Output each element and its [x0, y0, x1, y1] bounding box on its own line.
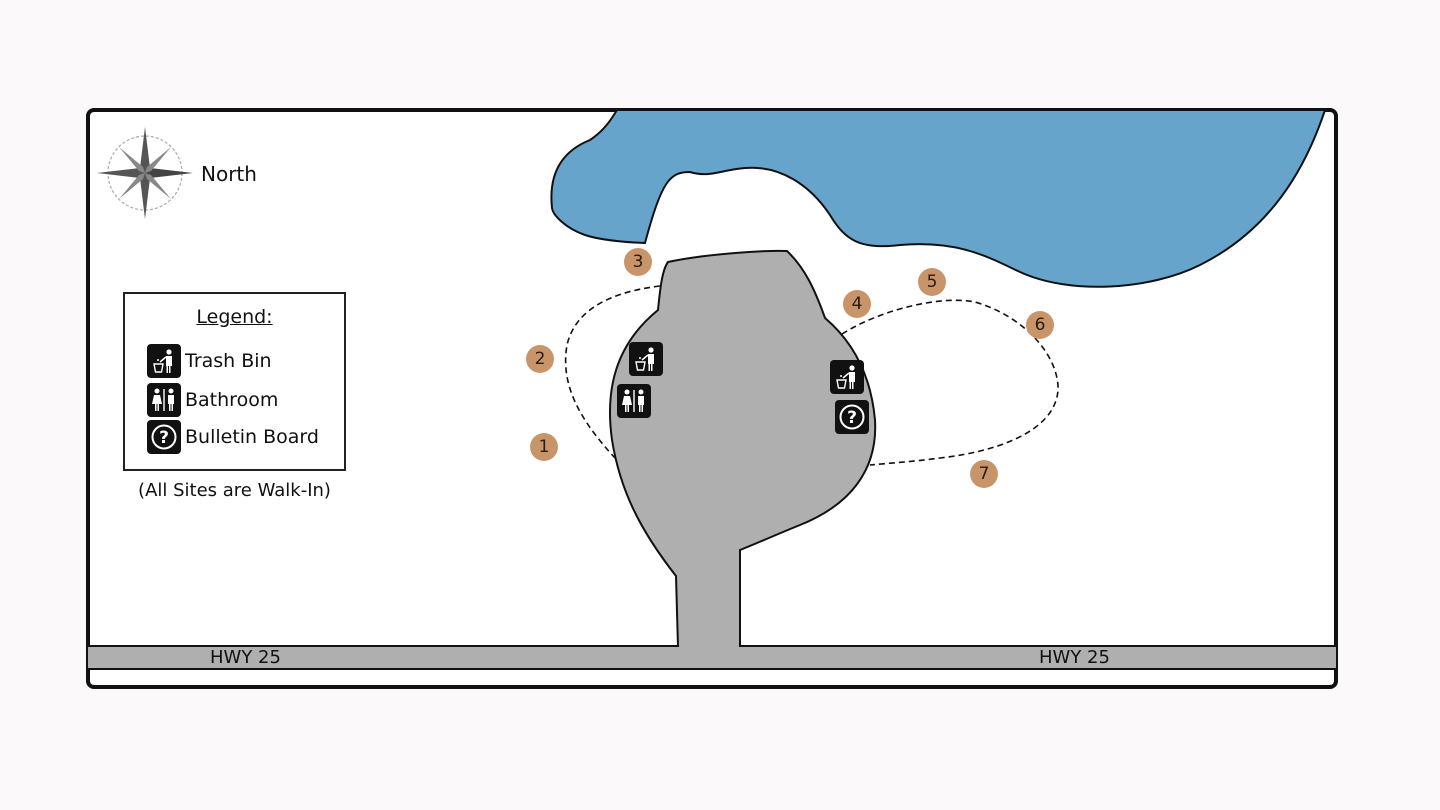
svg-text:?: ? [847, 408, 857, 428]
campsite-marker-5[interactable]: 5 [918, 268, 946, 296]
legend-title: Legend: [196, 306, 273, 328]
bulletin-board-icon: ? [839, 404, 865, 430]
campsite-marker-7[interactable]: 7 [970, 460, 998, 488]
bathroom-icon [622, 389, 644, 412]
legend-label: Trash Bin [185, 350, 272, 372]
legend-item-trash-bin: Trash Bin [147, 344, 272, 378]
legend-label: Bulletin Board [185, 426, 319, 448]
campsite-marker-2[interactable]: 2 [526, 345, 554, 373]
highway-label-east: HWY 25 [1039, 647, 1110, 668]
trash-bin-icon [147, 344, 181, 378]
trail-east [841, 299, 1059, 466]
campsite-marker-1[interactable]: 1 [530, 433, 558, 461]
campsite-marker-6[interactable]: 6 [1026, 311, 1054, 339]
map-trash-bin-east[interactable] [830, 360, 864, 394]
bathroom-icon [147, 383, 181, 417]
trash-bin-icon [635, 347, 654, 371]
bulletin-board-icon: ? [147, 420, 181, 454]
highway-label-west: HWY 25 [210, 647, 281, 668]
legend-item-bulletin-board: ? Bulletin Board [147, 420, 319, 454]
map-bulletin-board[interactable]: ? [835, 400, 869, 434]
legend-item-bathroom: Bathroom [147, 383, 278, 417]
campsite-marker-3[interactable]: 3 [624, 248, 652, 276]
lake [550, 110, 1327, 288]
campsite-marker-4[interactable]: 4 [843, 290, 871, 318]
campground-area [609, 249, 877, 648]
walk-in-note: (All Sites are Walk-In) [138, 480, 331, 501]
legend-label: Bathroom [185, 389, 279, 411]
compass-rose-icon [97, 127, 193, 219]
svg-text:?: ? [159, 428, 169, 448]
compass-north-label: North [201, 162, 257, 186]
map-bathroom[interactable] [617, 384, 651, 418]
trail-west [564, 285, 661, 459]
trash-bin-icon [836, 365, 855, 389]
legend: Legend: Trash Bin Bathroom [123, 292, 346, 471]
map-trash-bin-west[interactable] [629, 342, 663, 376]
